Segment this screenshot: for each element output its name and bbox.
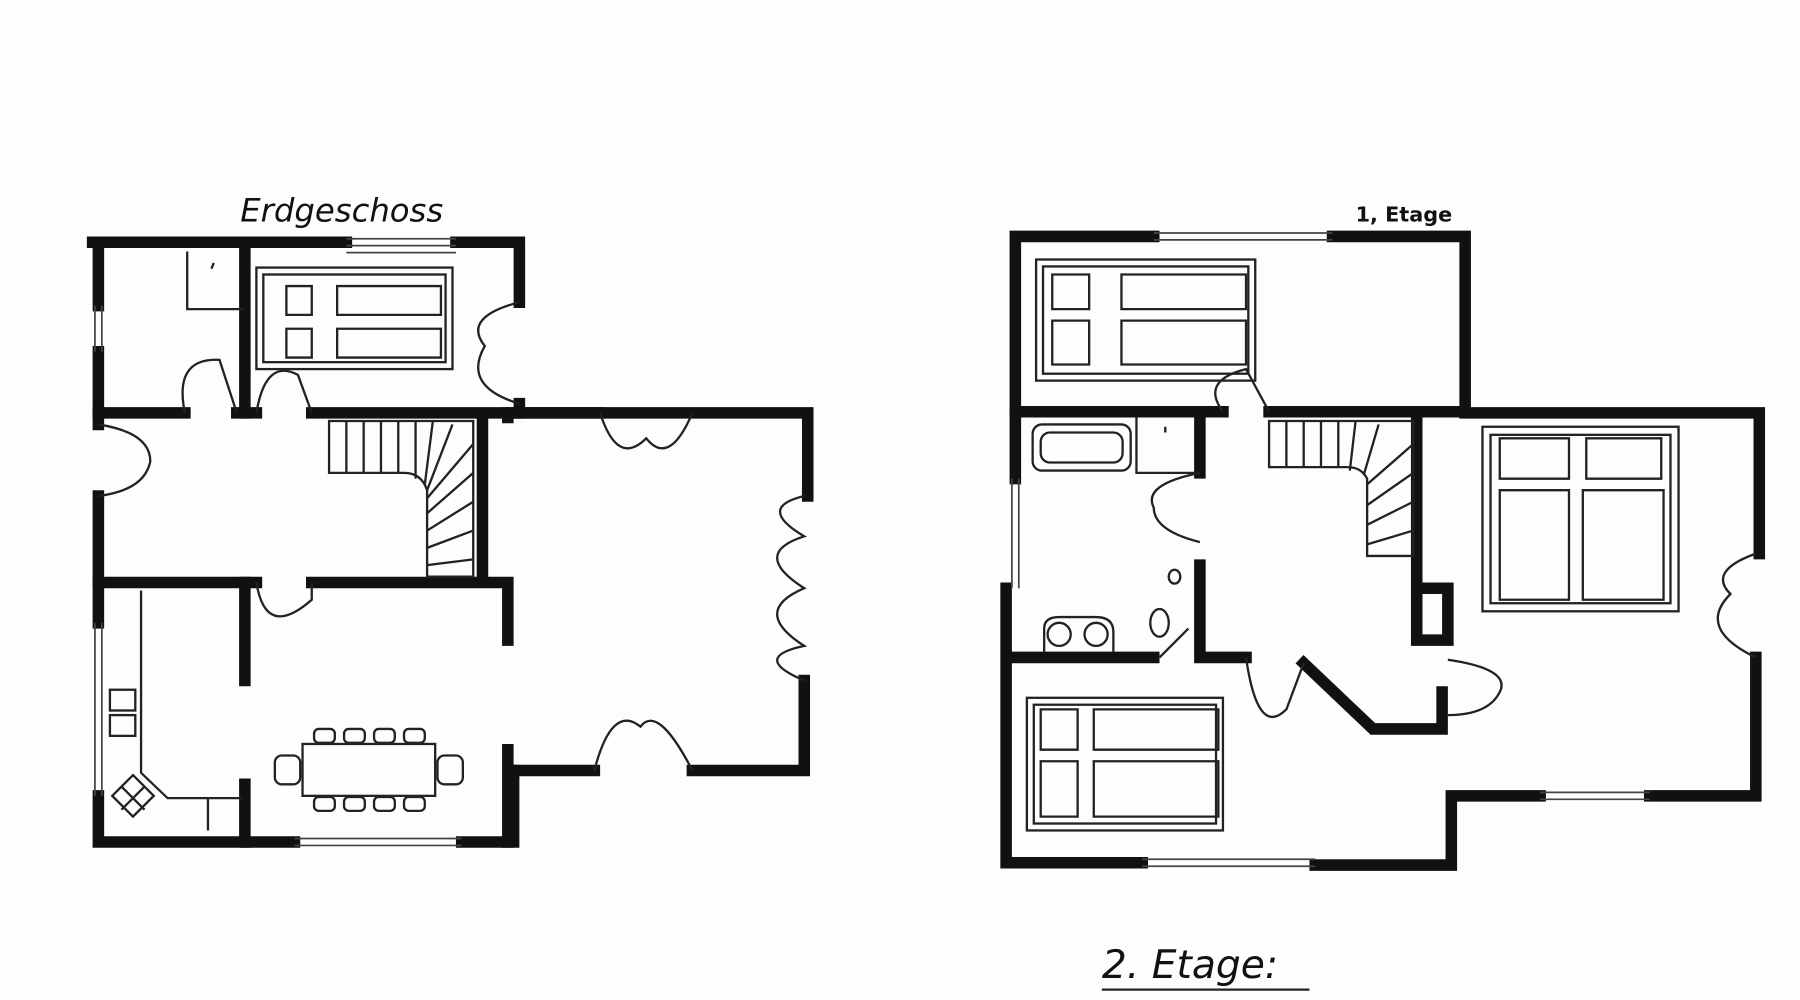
first-floor-bed-top: [1034, 258, 1257, 382]
kitchen-counter: [139, 590, 243, 831]
ground-floor-plan: [86, 236, 814, 848]
second-floor-label: 2. Etage:: [1102, 943, 1278, 988]
first-floor-bed-bottom: [1025, 696, 1225, 832]
ground-floor-label: Erdgeschoss: [240, 191, 443, 229]
ground-floor-bed: [255, 266, 454, 371]
double-bed: [1481, 425, 1680, 613]
first-floor-stairs: [1267, 419, 1415, 558]
first-floor-plan: [1000, 230, 1766, 871]
bathroom-fixtures: [1031, 417, 1195, 652]
stove: [110, 773, 156, 819]
first-floor-label: 1, Etage: [1356, 202, 1453, 226]
ground-floor-stairs: [327, 419, 475, 578]
dining-table: [273, 727, 465, 812]
